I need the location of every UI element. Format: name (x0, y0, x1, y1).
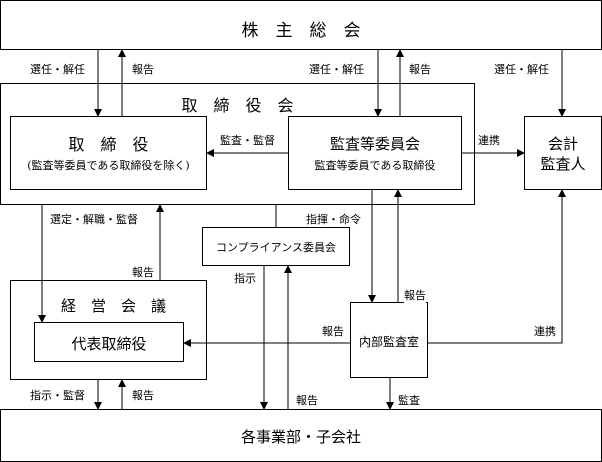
label-instruct-supervise: 指示・監督 (30, 387, 85, 403)
shareholders-box: 株 主 総 会 (0, 0, 602, 50)
label-report-3: 報告 (132, 264, 154, 280)
label-report-6: 報告 (132, 387, 154, 403)
management-label: 経 営 会 議 (61, 297, 167, 315)
label-report-2: 報告 (409, 61, 431, 77)
auditor-box: 会計 監査人 (524, 116, 602, 190)
divisions-label: 各事業部・子会社 (240, 428, 361, 446)
auditor-label-line2: 監査人 (540, 155, 586, 173)
label-cooperate-1: 連携 (478, 132, 500, 148)
label-appoint: 選定・解職・監督 (50, 211, 138, 227)
directors-sublabel: (監査等委員である取締役を除く) (27, 159, 190, 172)
shareholders-label: 株 主 総 会 (241, 21, 361, 41)
management-box: 経 営 会 議 (10, 280, 207, 380)
audit-committee-label: 監査等委員会 (329, 135, 420, 153)
label-direct-order: 指揮・命令 (306, 211, 361, 227)
internal-audit-box: 内部監査室 (350, 302, 428, 378)
board-box: 取 締 役 会 (0, 83, 475, 205)
label-audit-supervise: 監査・監督 (220, 132, 275, 148)
audit-committee-box: 監査等委員会 監査等委員である取締役 (288, 116, 462, 190)
label-cooperate-2: 連携 (534, 323, 556, 339)
label-elect-3: 選任・解任 (494, 61, 549, 77)
ceo-label: 代表取締役 (71, 335, 147, 353)
label-elect-2: 選任・解任 (309, 61, 364, 77)
compliance-label: コンプライアンス委員会 (215, 241, 336, 254)
label-report-7: 報告 (296, 392, 318, 408)
audit-committee-sublabel: 監査等委員である取締役 (314, 159, 436, 172)
label-report-1: 報告 (132, 61, 154, 77)
divisions-box: 各事業部・子会社 (0, 409, 602, 462)
directors-box: 取 締 役 (監査等委員である取締役を除く) (10, 116, 207, 190)
label-report-5: 報告 (322, 323, 344, 339)
label-audit: 監査 (398, 392, 420, 408)
label-instruct: 指示 (234, 270, 256, 286)
ceo-box: 代表取締役 (34, 322, 184, 362)
arrow-cooperate-internal-audit (421, 189, 566, 347)
internal-audit-label: 内部監査室 (358, 335, 419, 349)
compliance-box: コンプライアンス委員会 (202, 227, 350, 266)
label-report-4: 報告 (404, 287, 426, 303)
label-elect-1: 選任・解任 (30, 61, 85, 77)
board-label: 取 締 役 会 (181, 96, 294, 115)
directors-label: 取 締 役 (68, 135, 149, 154)
auditor-label-line1: 会計 (547, 135, 578, 153)
